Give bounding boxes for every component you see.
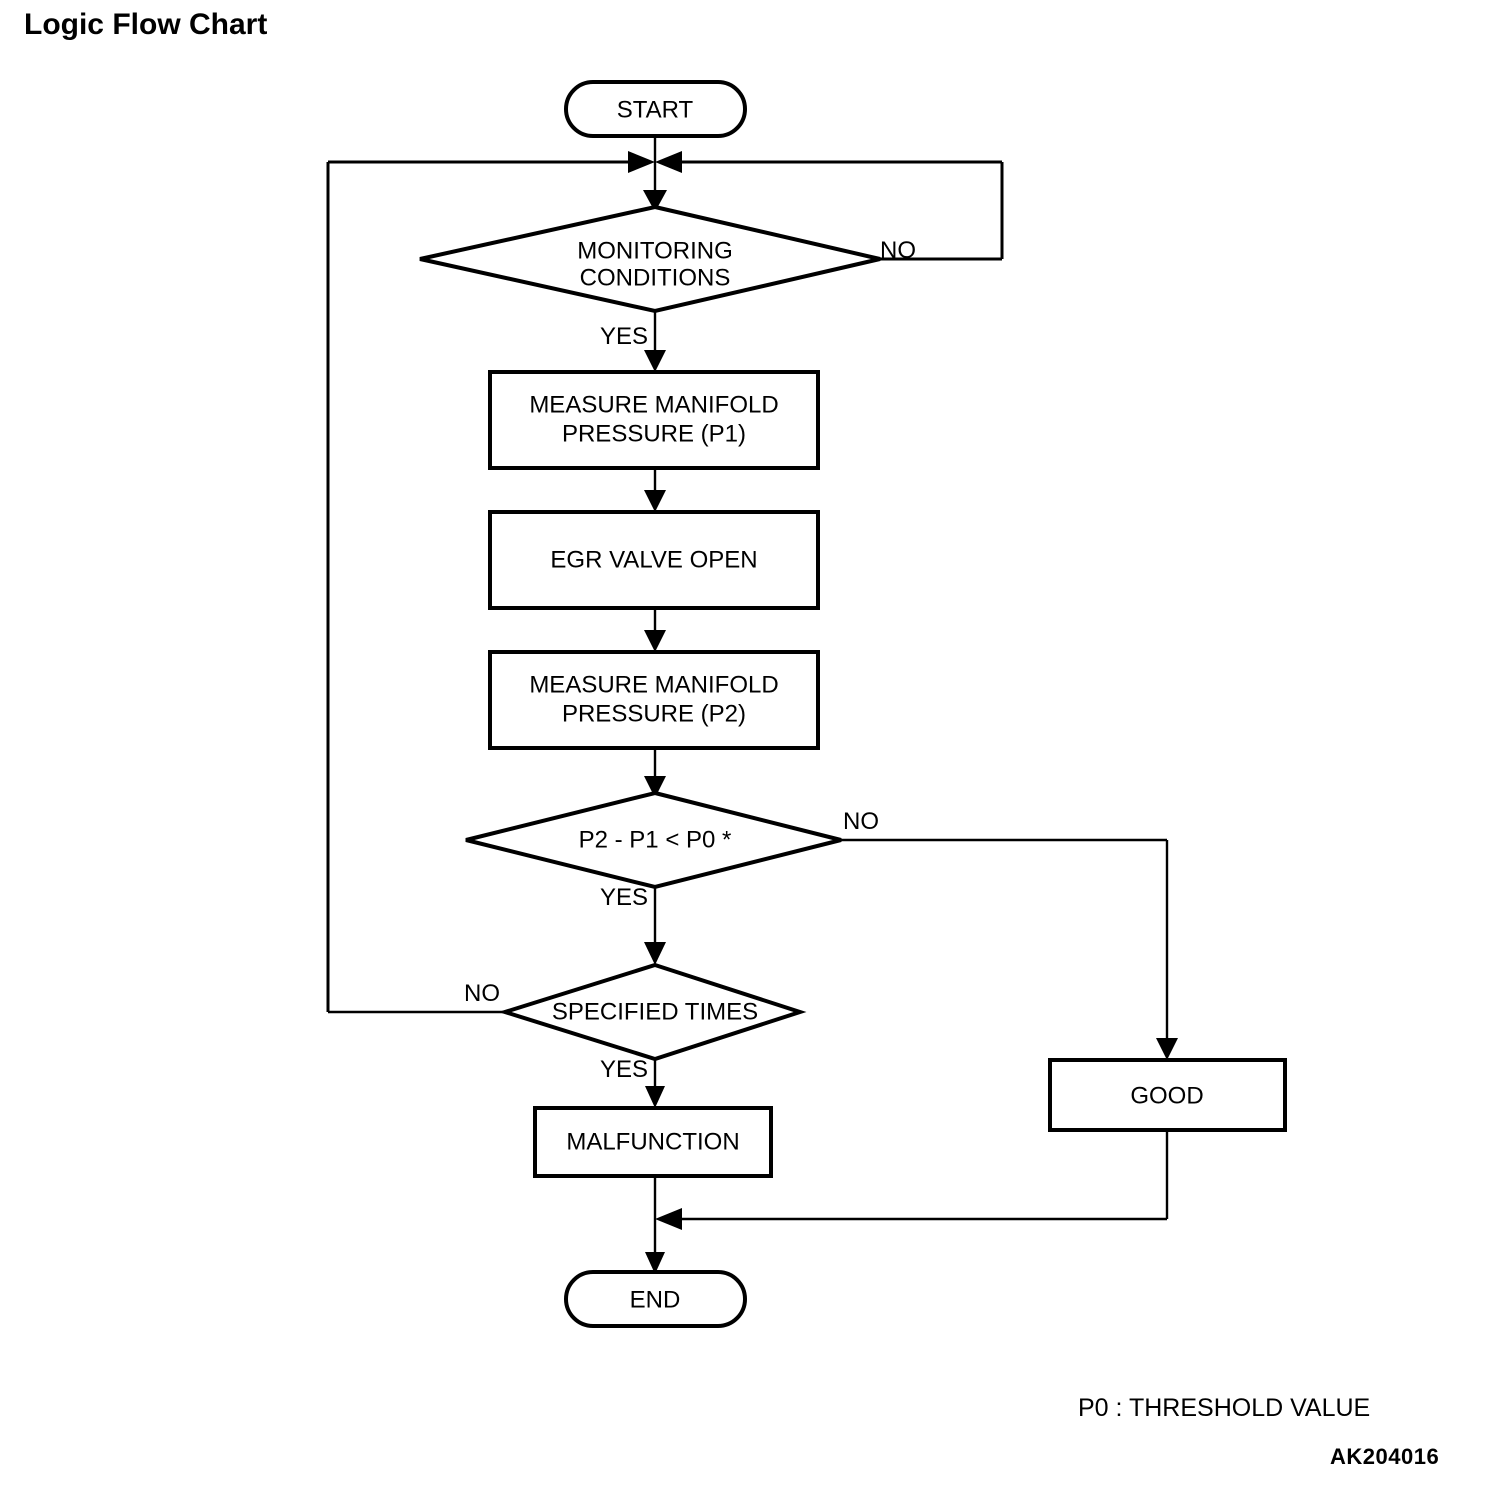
- malfunction-shape: [533, 1106, 773, 1178]
- arrowhead-into-measure-p1: [644, 350, 666, 372]
- node-specified-times: SPECIFIED TIMES: [498, 962, 807, 1062]
- node-measure-manifold-pressure-p2: MEASURE MANIFOLD PRESSURE (P2): [488, 650, 820, 750]
- edge-label-monitoring-yes: YES: [600, 323, 648, 350]
- arrowhead-into-monitoring: [643, 190, 667, 212]
- edge-label-specified-no: NO: [464, 980, 500, 1007]
- node-end: END: [564, 1270, 747, 1328]
- measure-p1-label-line2: PRESSURE (P1): [562, 420, 746, 447]
- arrowhead-loopback-left: [628, 151, 655, 173]
- compare-label: P2 - P1 < P0 *: [579, 826, 732, 853]
- arrowhead-monitoring-no: [655, 151, 682, 173]
- node-malfunction: MALFUNCTION: [533, 1106, 773, 1178]
- figure-code: AK204016: [1330, 1444, 1440, 1469]
- edge-label-monitoring-no: NO: [880, 237, 916, 264]
- measure-p2-shape: [488, 650, 820, 750]
- arrowhead-into-compare: [644, 776, 666, 798]
- arrowhead-good-join: [655, 1208, 682, 1230]
- arrowhead-into-specified-times: [644, 942, 666, 965]
- malfunction-label: MALFUNCTION: [566, 1128, 739, 1155]
- arrowhead-into-malfunction: [645, 1086, 665, 1108]
- node-measure-manifold-pressure-p1: MEASURE MANIFOLD PRESSURE (P1): [488, 370, 820, 470]
- egr-valve-open-shape: [488, 510, 820, 610]
- arrowhead-into-measure-p2: [644, 630, 666, 652]
- node-egr-valve-open: EGR VALVE OPEN: [488, 510, 820, 610]
- measure-p2-label-line1: MEASURE MANIFOLD: [529, 671, 778, 698]
- monitoring-conditions-label-line1: MONITORING: [577, 237, 733, 264]
- end-label: END: [630, 1286, 681, 1313]
- measure-p2-label-line2: PRESSURE (P2): [562, 700, 746, 727]
- good-label: GOOD: [1130, 1082, 1203, 1109]
- arrowhead-into-end: [645, 1252, 665, 1274]
- node-good: GOOD: [1048, 1058, 1287, 1132]
- node-compare-pressure-delta: P2 - P1 < P0 *: [465, 790, 842, 890]
- node-start: START: [564, 80, 747, 138]
- end-shape: [564, 1270, 747, 1328]
- threshold-value-legend: P0 : THRESHOLD VALUE: [1078, 1394, 1371, 1422]
- start-label: START: [617, 96, 694, 123]
- edge-label-compare-no: NO: [843, 808, 879, 835]
- monitoring-conditions-label-line2: CONDITIONS: [580, 264, 731, 291]
- edge-label-specified-yes: YES: [600, 1056, 648, 1083]
- specified-times-label: SPECIFIED TIMES: [552, 998, 758, 1025]
- page-title: Logic Flow Chart: [24, 8, 268, 41]
- egr-valve-open-label: EGR VALVE OPEN: [550, 546, 757, 573]
- measure-p1-shape: [488, 370, 820, 470]
- node-monitoring-conditions: MONITORING CONDITIONS: [419, 204, 881, 314]
- good-shape: [1048, 1058, 1287, 1132]
- arrowhead-into-egr-valve-open: [644, 490, 666, 512]
- arrowhead-into-good: [1156, 1038, 1178, 1060]
- measure-p1-label-line1: MEASURE MANIFOLD: [529, 391, 778, 418]
- edge-label-compare-yes: YES: [600, 884, 648, 911]
